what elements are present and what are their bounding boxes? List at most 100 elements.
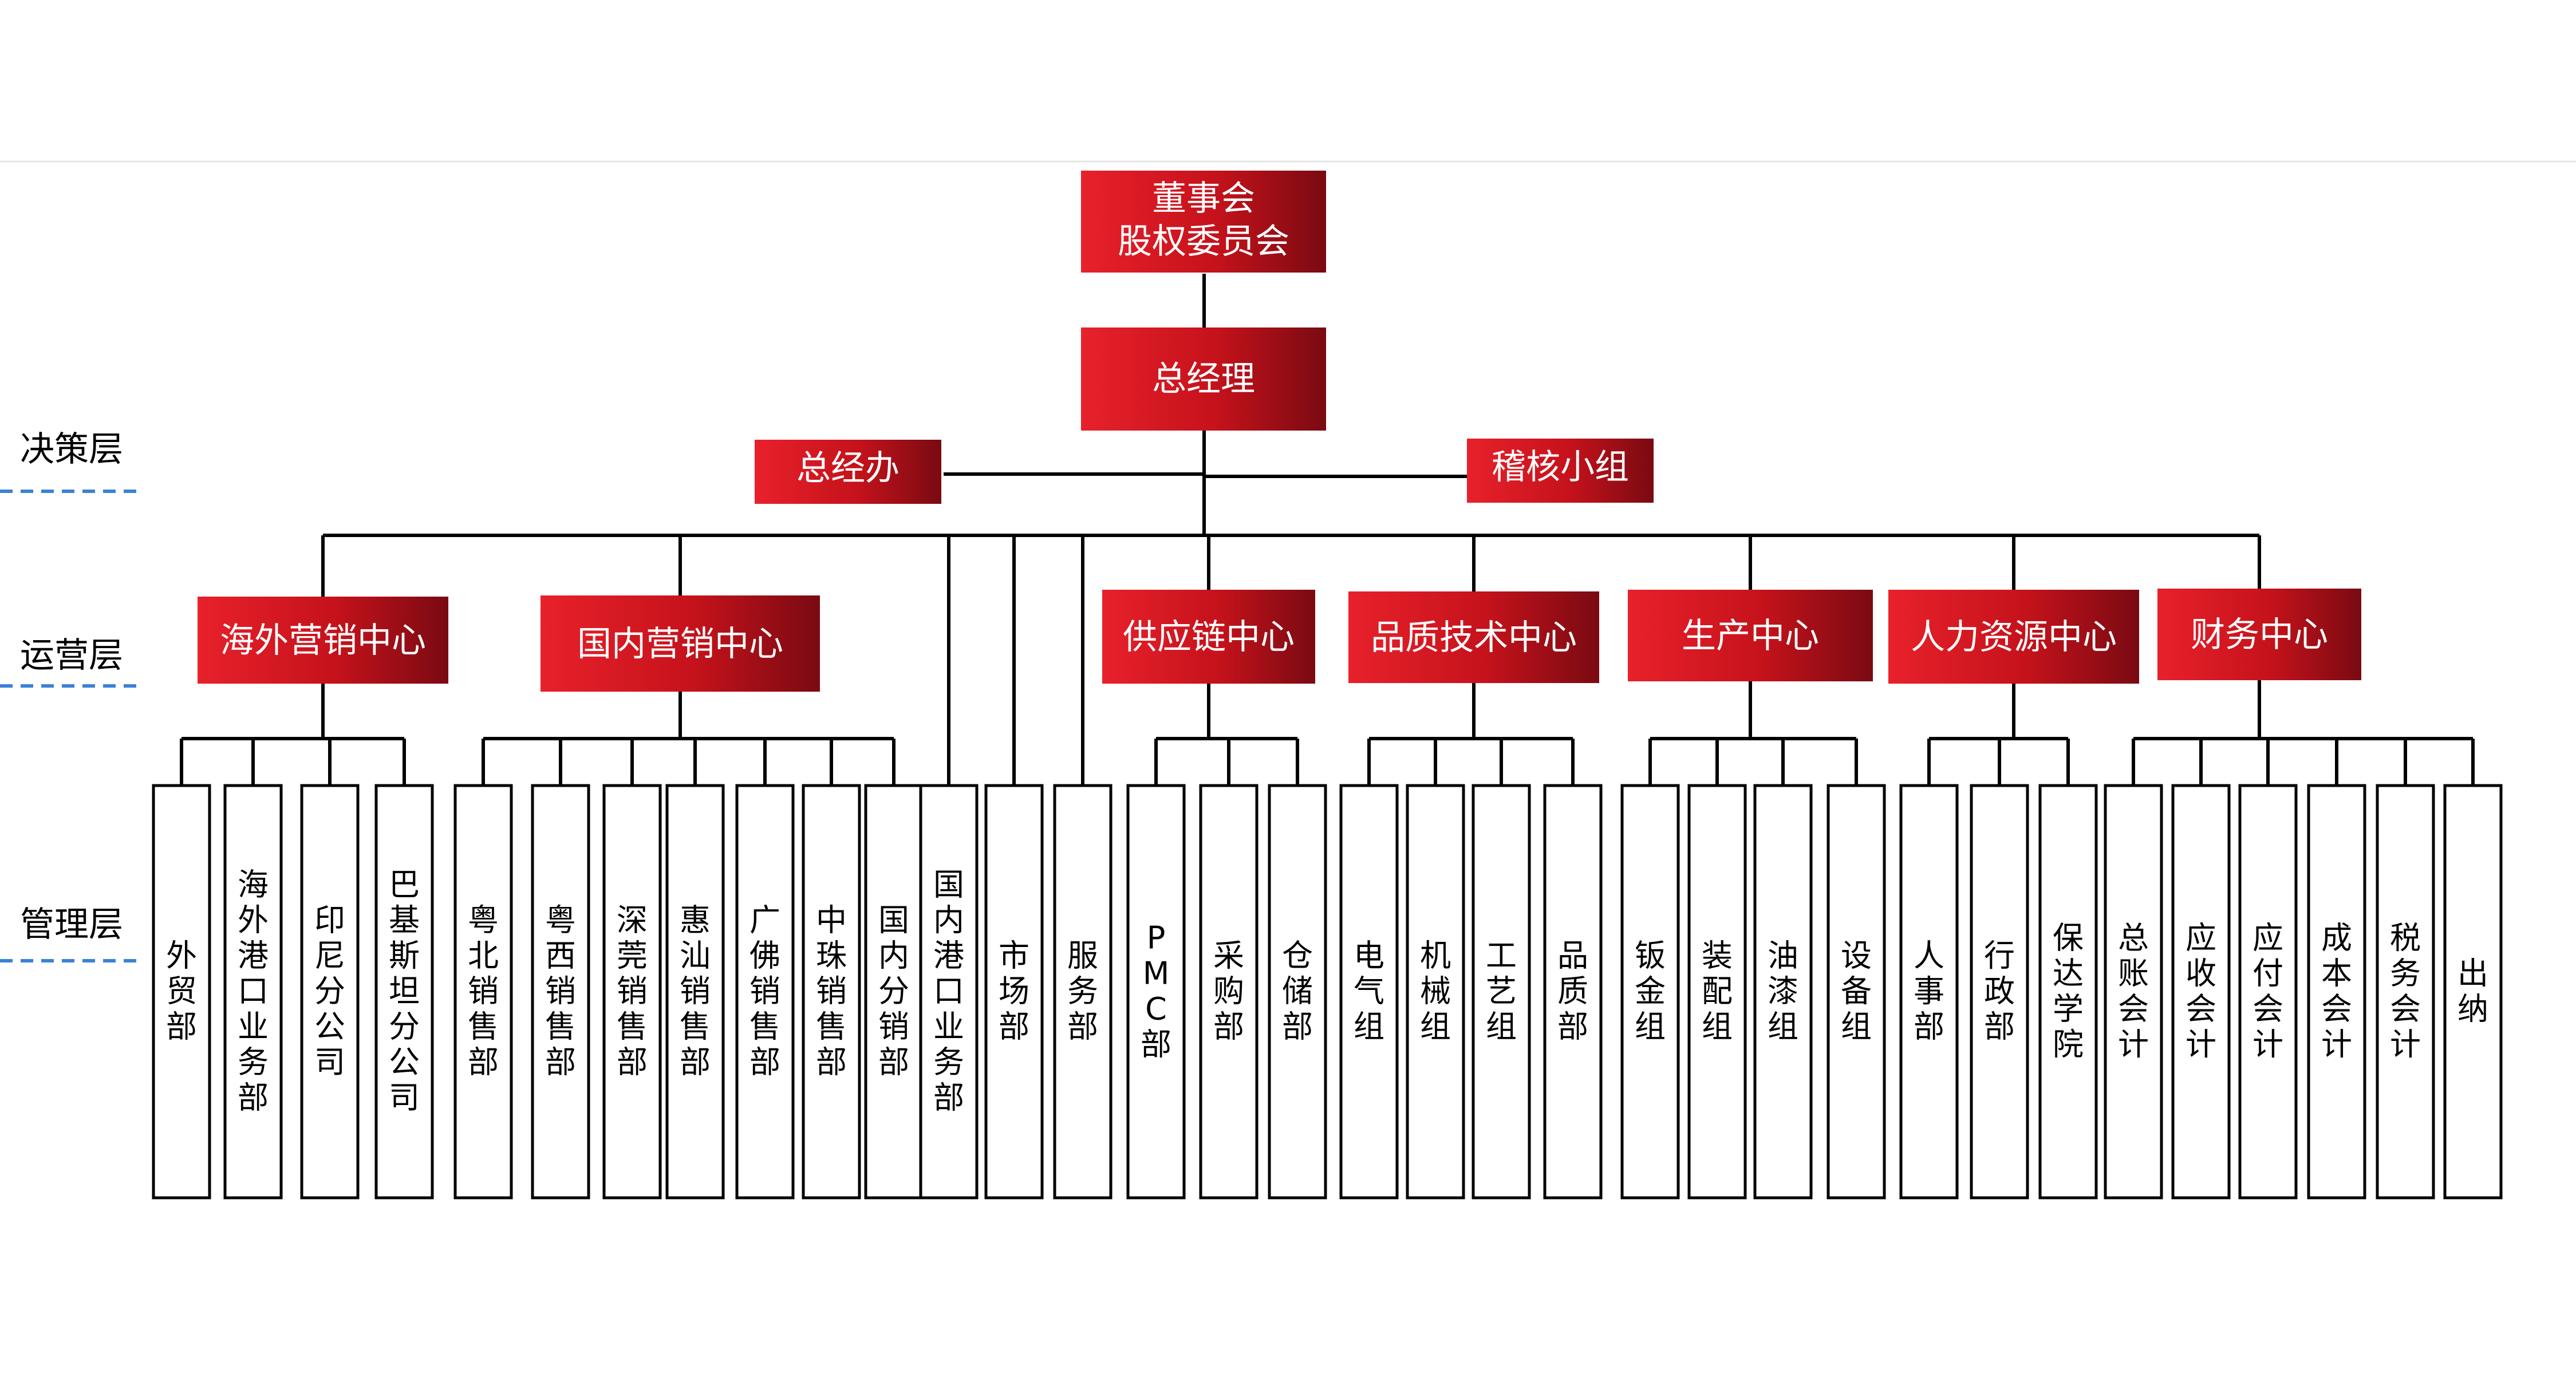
department-label: 工艺组 xyxy=(1486,937,1517,1044)
department-label: 机械组 xyxy=(1420,937,1451,1044)
department-box: 保达学院 xyxy=(2038,784,2098,1200)
department-label: 国内分销部 xyxy=(878,902,909,1080)
center-box: 财务中心 xyxy=(2157,589,2361,680)
center-label: 生产中心 xyxy=(1682,616,1819,656)
department-box: 人事部 xyxy=(1899,784,1959,1200)
department-box: 广佛销售部 xyxy=(735,784,795,1200)
gm-box: 总经理 xyxy=(1081,328,1326,431)
layer-label-management: 管理层 xyxy=(20,905,123,945)
department-label: 成本会计 xyxy=(2321,920,2352,1062)
department-label: 保达学院 xyxy=(2053,920,2084,1062)
equity-committee-label: 股权委员会 xyxy=(1118,222,1289,262)
center-box: 海外营销中心 xyxy=(198,597,448,684)
center-label: 海外营销中心 xyxy=(220,621,426,661)
layer-label-decision: 决策层 xyxy=(20,429,123,469)
department-box: 惠汕销售部 xyxy=(665,784,725,1200)
department-label: 装配组 xyxy=(1702,937,1733,1044)
department-label: 行政部 xyxy=(1984,937,2015,1044)
department-box: 印尼分公司 xyxy=(300,784,360,1200)
center-box: 生产中心 xyxy=(1628,590,1873,681)
department-label: 仓储部 xyxy=(1282,937,1313,1044)
department-label: 应收会计 xyxy=(2186,920,2216,1062)
department-box: 电气组 xyxy=(1339,784,1399,1200)
department-label: 服务部 xyxy=(1067,937,1098,1044)
department-label: 巴基斯坦分公司 xyxy=(389,866,420,1115)
center-label: 供应链中心 xyxy=(1123,617,1295,657)
department-label: 外贸部 xyxy=(166,937,197,1044)
department-label: 印尼分公司 xyxy=(314,902,345,1080)
department-box: 服务部 xyxy=(1053,784,1113,1200)
department-boxes: 外贸部 海外港口业务部 印尼分公司 巴基斯坦分公司 粤北销售部 粤西销售部 深莞销售部 惠汕销… xyxy=(152,784,2503,1200)
department-box: 应收会计 xyxy=(2171,784,2231,1200)
department-box: 装配组 xyxy=(1687,784,1747,1200)
department-label: 中珠销售部 xyxy=(816,902,847,1080)
department-box: 市场部 xyxy=(984,784,1044,1200)
audit-label: 稽核小组 xyxy=(1492,447,1629,487)
board-box: 董事会 股权委员会 xyxy=(1081,171,1326,273)
department-box: 仓储部 xyxy=(1268,784,1327,1200)
gm-label: 总经理 xyxy=(1152,359,1255,399)
center-box: 人力资源中心 xyxy=(1888,590,2139,684)
department-box: 税务会计 xyxy=(2376,784,2435,1200)
department-box: 粤北销售部 xyxy=(453,784,513,1200)
department-box: 巴基斯坦分公司 xyxy=(374,784,434,1200)
department-label: 税务会计 xyxy=(2390,920,2421,1062)
center-label: 财务中心 xyxy=(2191,615,2328,655)
department-box: 外贸部 xyxy=(152,784,211,1200)
department-box: 海外港口业务部 xyxy=(223,784,283,1200)
center-box: 国内营销中心 xyxy=(541,595,820,692)
center-label: 品质技术中心 xyxy=(1371,618,1577,658)
department-box: 行政部 xyxy=(1970,784,2029,1200)
department-box: 国内港口业务部 xyxy=(919,784,979,1200)
layer-labels: 决策层 运营层 管理层 xyxy=(0,429,140,962)
board-label: 董事会 xyxy=(1152,179,1255,219)
department-label: 市场部 xyxy=(999,937,1029,1044)
center-boxes: 海外营销中心 国内营销中心 供应链中心 品质技术中心 生产中心 人力资源中心 财务中心 xyxy=(198,589,2361,692)
department-box: 品质部 xyxy=(1543,784,1603,1200)
department-label: 电气组 xyxy=(1354,937,1384,1044)
gm-office-label: 总经办 xyxy=(796,448,900,488)
department-label: 深莞销售部 xyxy=(617,902,648,1080)
department-label: 总账会计 xyxy=(2118,920,2149,1062)
center-label: 人力资源中心 xyxy=(1911,617,2117,657)
department-box: 国内分销部 xyxy=(864,784,924,1200)
department-box: 钣金组 xyxy=(1620,784,1680,1200)
center-box: 供应链中心 xyxy=(1102,590,1315,684)
department-box: 油漆组 xyxy=(1753,784,1813,1200)
department-box: 出纳 xyxy=(2443,784,2503,1200)
department-label: 国内港口业务部 xyxy=(933,866,964,1115)
department-box: 机械组 xyxy=(1406,784,1465,1200)
department-box: 工艺组 xyxy=(1472,784,1531,1200)
department-label: 人事部 xyxy=(1914,937,1944,1044)
gm-office-box: 总经办 xyxy=(755,440,941,504)
top-connectors xyxy=(944,274,1468,535)
department-label: 广佛销售部 xyxy=(749,902,780,1080)
department-box: 中珠销售部 xyxy=(802,784,861,1200)
department-box: 应付会计 xyxy=(2238,784,2298,1200)
center-box: 品质技术中心 xyxy=(1348,591,1599,683)
department-label: 品质部 xyxy=(1557,937,1588,1044)
center-connectors xyxy=(180,534,2475,786)
department-label: 油漆组 xyxy=(1768,937,1798,1044)
department-label: 应付会计 xyxy=(2252,920,2283,1062)
department-box: 采购部 xyxy=(1199,784,1259,1200)
department-box: 总账会计 xyxy=(2104,784,2163,1200)
layer-label-operation: 运营层 xyxy=(20,636,123,676)
department-box: 深莞销售部 xyxy=(602,784,662,1200)
department-label: 钣金组 xyxy=(1635,937,1666,1044)
department-label: 出纳 xyxy=(2457,955,2488,1027)
department-label: 粤西销售部 xyxy=(545,902,576,1080)
department-label: 粤北销售部 xyxy=(468,902,499,1080)
center-label: 国内营销中心 xyxy=(577,624,783,664)
department-box: 粤西销售部 xyxy=(531,784,590,1200)
department-label: 采购部 xyxy=(1213,937,1244,1044)
department-box: 设备组 xyxy=(1827,784,1886,1200)
department-label: 海外港口业务部 xyxy=(238,866,269,1115)
audit-box: 稽核小组 xyxy=(1467,439,1654,503)
department-box: 成本会计 xyxy=(2307,784,2366,1200)
department-label: 惠汕销售部 xyxy=(680,902,711,1080)
department-label: 设备组 xyxy=(1841,937,1872,1044)
